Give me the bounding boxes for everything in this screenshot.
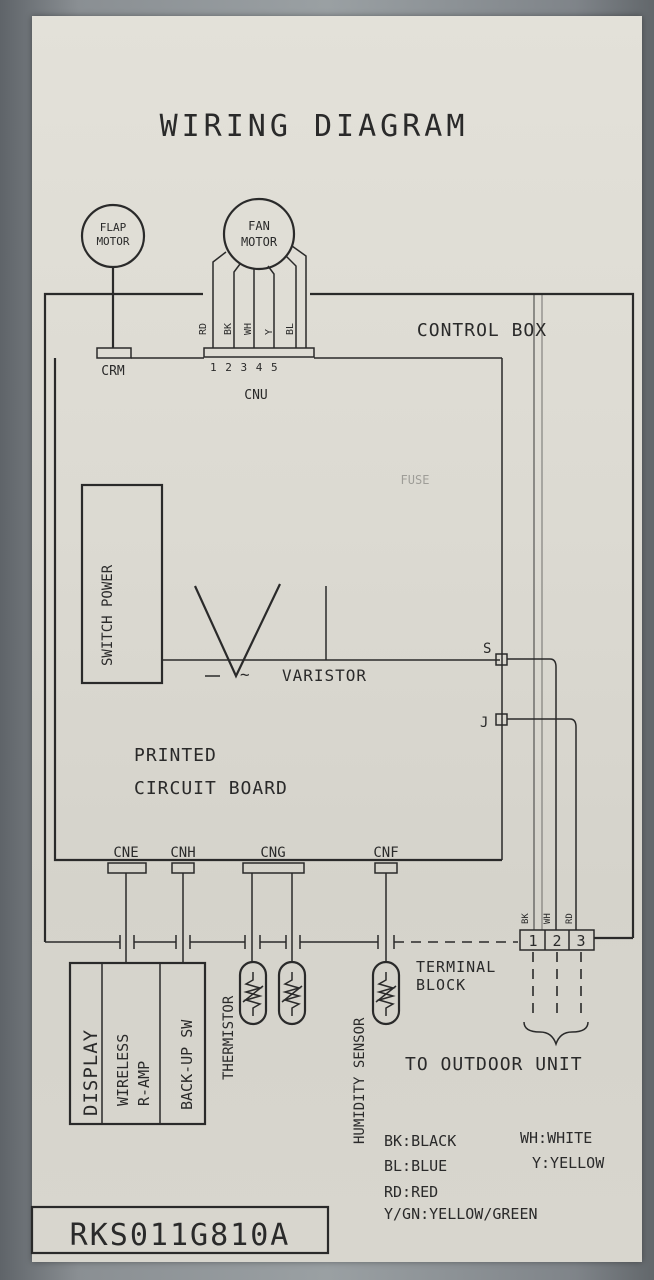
- terminal-wire-label: WH: [543, 913, 553, 924]
- legend-y: Y:YELLOW: [532, 1154, 605, 1172]
- cne-connector: [107, 862, 147, 874]
- j-terminal-label: J: [480, 715, 488, 731]
- legend-bk: BK:BLACK: [384, 1132, 456, 1150]
- fan-wire-label: BL: [285, 323, 296, 335]
- varistor-label: VARISTOR: [282, 666, 367, 685]
- fan-wire-label: WH: [243, 323, 254, 335]
- part-number: RKS011G810A: [70, 1218, 291, 1253]
- pcb-label-1: PRINTED: [134, 745, 217, 766]
- fan-wire-labels: RD BK WH Y BL: [198, 323, 296, 335]
- crm-label: CRM: [101, 364, 125, 379]
- terminal-block-label-2: BLOCK: [416, 976, 466, 994]
- sensor-wires: [125, 873, 387, 962]
- terminal-number: 1: [528, 932, 537, 950]
- cnf-label: CNF: [373, 845, 398, 861]
- varistor-symbol: ~: [162, 583, 500, 684]
- fan-motor-wires: [212, 245, 307, 348]
- wiring-label-sticker: [32, 16, 642, 1262]
- display-block: [68, 961, 207, 1126]
- outdoor-wires: [523, 952, 589, 1047]
- lower-ground-line: [45, 935, 518, 949]
- fan-motor: FAN MOTOR: [222, 197, 296, 271]
- fan-wire-label: BK: [223, 323, 234, 335]
- cng-connector: [242, 862, 305, 874]
- display-label: DISPLAY: [80, 1029, 102, 1116]
- cnh-label: CNH: [170, 845, 195, 861]
- fan-wire-label: RD: [198, 323, 209, 335]
- backup-sw-label: BACK-UP SW: [178, 1019, 196, 1110]
- color-legend: BK:BLACK WH:WHITE BL:BLUE Y:YELLOW RD:RE…: [384, 1129, 605, 1223]
- fan-motor-label-2: MOTOR: [241, 235, 278, 249]
- fuse-label: FUSE: [401, 473, 430, 487]
- s-terminal-label: S: [483, 641, 491, 657]
- humidity-sensor-label: HUMIDITY SENSOR: [352, 1017, 368, 1144]
- cnh-connector: [171, 862, 195, 874]
- humidity-sensor: [371, 960, 401, 1026]
- outdoor-unit-label: TO OUTDOOR UNIT: [405, 1054, 583, 1075]
- flap-motor: FLAP MOTOR: [80, 203, 146, 269]
- ramp-label: R-AMP: [135, 1061, 153, 1106]
- bottom-connectors: [107, 862, 398, 874]
- terminal-number: 2: [552, 932, 561, 950]
- diagram-title: WIRING DIAGRAM: [160, 109, 469, 144]
- terminal-wire-label: RD: [565, 913, 575, 924]
- crm-connector: [96, 347, 132, 359]
- flap-motor-label-1: FLAP: [100, 221, 127, 234]
- thermistor-label: THERMISTOR: [221, 995, 237, 1080]
- tilde-icon: ~: [240, 665, 250, 684]
- terminal-wire-label: BK: [521, 913, 531, 924]
- cnu-connector: [203, 347, 315, 358]
- legend-wh: WH:WHITE: [520, 1129, 592, 1147]
- legend-ygn: Y/GN:YELLOW/GREEN: [384, 1205, 538, 1223]
- legend-rd: RD:RED: [384, 1183, 438, 1201]
- legend-bl: BL:BLUE: [384, 1157, 447, 1175]
- cnu-pin-numbers: 1 2 3 4 5: [210, 361, 279, 374]
- wireless-label: WIRELESS: [114, 1034, 132, 1106]
- switch-power-block: [80, 483, 164, 685]
- terminal-block-wires: [507, 294, 577, 930]
- control-box-outline: [43, 292, 635, 942]
- thermistor-2: [277, 960, 307, 1026]
- part-number-box: [30, 1205, 330, 1255]
- pcb-label-2: CIRCUIT BOARD: [134, 778, 288, 799]
- flap-motor-label-2: MOTOR: [96, 235, 129, 248]
- terminal-block-label-1: TERMINAL: [416, 958, 496, 976]
- fan-wire-label: Y: [264, 329, 275, 335]
- terminal-number: 3: [576, 932, 585, 950]
- thermistor-1: [238, 960, 268, 1026]
- cnf-connector: [374, 862, 398, 874]
- pcb-outline: [53, 357, 503, 862]
- cng-label: CNG: [260, 845, 285, 861]
- fan-motor-label-1: FAN: [248, 219, 270, 233]
- control-box-label: CONTROL BOX: [417, 320, 547, 341]
- switch-power-label: SWITCH POWER: [100, 564, 116, 666]
- cnu-label: CNU: [244, 388, 267, 403]
- terminal-block: 1 2 3: [519, 929, 595, 951]
- cne-label: CNE: [113, 845, 138, 861]
